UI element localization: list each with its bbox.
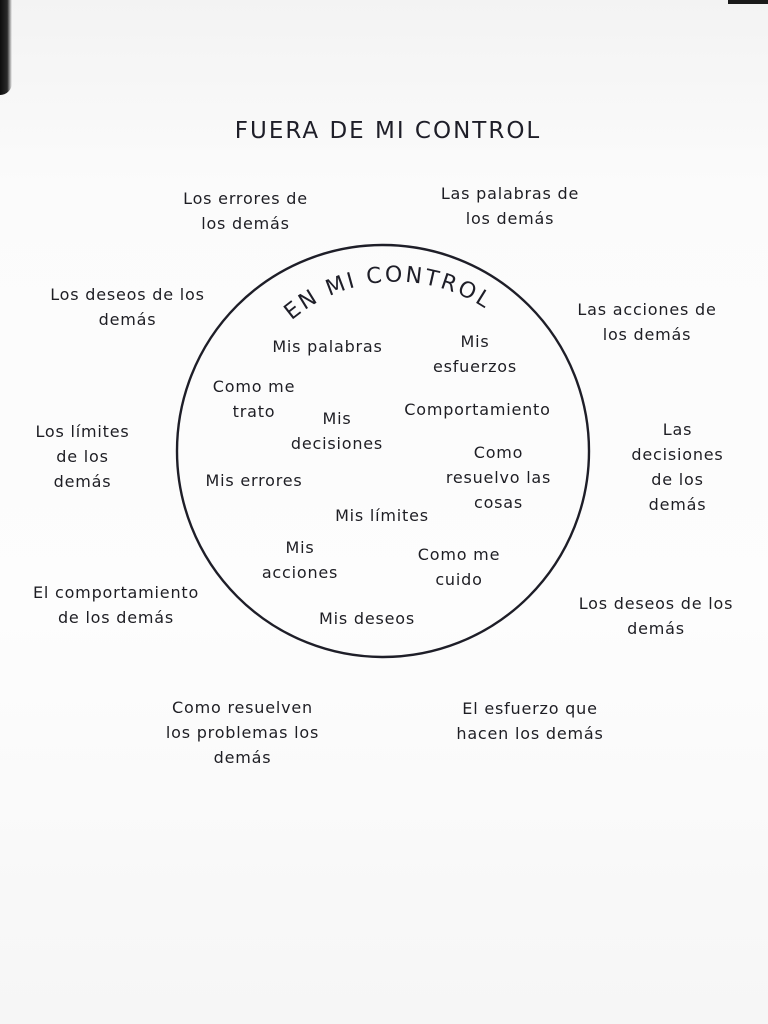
outside-item-esfuerzo: El esfuerzo que hacen los demás [456, 699, 604, 743]
outside-item-problemas: Como resuelven los problemas los demás [165, 698, 320, 767]
page-edge-shadow [0, 0, 12, 95]
outer-title: FUERA DE MI CONTROL [234, 118, 542, 144]
inside-item-trato: Como me trato [212, 377, 296, 421]
inside-item-errores: Mis errores [205, 471, 303, 490]
inside-item-deseos: Mis deseos [319, 609, 415, 628]
outside-item-deseos-right: Los deseos de los demás [578, 594, 734, 638]
outside-item-comportamiento: El comportamiento de los demás [32, 583, 200, 627]
outside-item-palabras: Las palabras de los demás [440, 184, 580, 228]
outside-item-decisiones: Las decisiones de los demás [631, 420, 724, 514]
outside-item-deseos-left: Los deseos de los demás [50, 285, 205, 329]
inside-item-palabras: Mis palabras [272, 337, 383, 356]
outside-item-acciones: Las acciones de los demás [577, 300, 717, 344]
inside-item-acciones: Mis acciones [261, 538, 339, 582]
inside-item-decisiones: Mis decisiones [290, 409, 384, 453]
page-edge-shadow-top [728, 0, 768, 4]
inside-item-comportamiento: Comportamiento [404, 400, 551, 419]
inside-item-resuelvo: Como resuelvo las cosas [445, 443, 552, 512]
outside-item-limites: Los límites de los demás [35, 422, 130, 491]
inside-item-cuido: Como me cuido [417, 545, 501, 589]
outside-item-errores: Los errores de los demás [183, 189, 308, 233]
inside-item-esfuerzos: Mis esfuerzos [432, 332, 518, 376]
inside-item-limites: Mis límites [335, 506, 429, 525]
